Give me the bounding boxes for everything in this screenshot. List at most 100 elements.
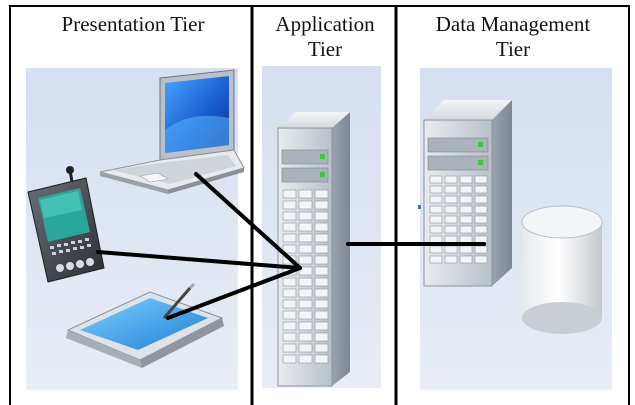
drive-bay <box>429 185 443 194</box>
drive-bay <box>429 195 443 204</box>
drive-bay <box>314 211 329 221</box>
drive-bay <box>429 245 443 254</box>
tablet-icon <box>66 282 224 368</box>
drive-bay <box>314 354 329 364</box>
drive-bay <box>298 266 313 276</box>
drive-bay <box>459 185 473 194</box>
drive-bay <box>314 288 329 298</box>
drive-bay <box>444 255 458 264</box>
drive-bay <box>298 343 313 353</box>
drive-bay <box>282 222 297 232</box>
drive-bay <box>282 200 297 210</box>
drive-bay <box>314 244 329 254</box>
drive-bay <box>314 222 329 232</box>
drive-bay <box>444 175 458 184</box>
drive-bay <box>282 310 297 320</box>
drive-bay <box>474 215 488 224</box>
drive-bay <box>474 175 488 184</box>
drive-bay <box>298 321 313 331</box>
drive-bay <box>298 189 313 199</box>
drive-bay <box>314 310 329 320</box>
database-icon <box>521 205 603 334</box>
drive-bay <box>282 321 297 331</box>
drive-bay <box>282 288 297 298</box>
drive-bay <box>314 299 329 309</box>
application-tier-title: Application Tier <box>256 12 394 62</box>
connectors <box>96 172 486 320</box>
drive-bay <box>429 225 443 234</box>
drive-bay <box>459 175 473 184</box>
drive-bay <box>314 266 329 276</box>
drive-bay <box>282 189 297 199</box>
tablet-to-app-server-line <box>166 266 302 320</box>
drive-bay <box>282 343 297 353</box>
drive-bay <box>444 185 458 194</box>
drive-bay <box>429 255 443 264</box>
drive-bay <box>459 195 473 204</box>
drive-bay <box>459 225 473 234</box>
drive-bay <box>282 354 297 364</box>
drive-bay <box>474 255 488 264</box>
drive-bay <box>474 205 488 214</box>
drive-bay <box>444 215 458 224</box>
drive-bay <box>314 189 329 199</box>
drive-bay <box>444 205 458 214</box>
drive-bay <box>298 299 313 309</box>
laptop-icon <box>99 69 245 194</box>
drive-bay <box>459 245 473 254</box>
pda-phone-icon <box>27 166 105 283</box>
drive-bay <box>429 235 443 244</box>
application-tier-title-line-1: Application <box>275 12 375 36</box>
drive-bay <box>298 255 313 265</box>
presentation-tier-title-line-1: Presentation Tier <box>61 12 205 36</box>
drive-bay <box>282 332 297 342</box>
drive-bay <box>444 225 458 234</box>
drive-bay <box>429 175 443 184</box>
drive-bay <box>474 225 488 234</box>
drive-bay <box>474 185 488 194</box>
drive-bay <box>314 343 329 353</box>
drive-bay <box>444 195 458 204</box>
drive-bay <box>298 211 313 221</box>
drive-bay <box>474 235 488 244</box>
data-server-drive-bays <box>429 175 488 264</box>
application-server-drive-bays <box>282 189 329 364</box>
drive-bay <box>282 277 297 287</box>
drive-bay <box>474 195 488 204</box>
drive-bay <box>314 200 329 210</box>
application-server-icon <box>277 112 350 387</box>
drive-bay <box>298 222 313 232</box>
drive-bay <box>282 233 297 243</box>
drive-bay <box>314 277 329 287</box>
drive-bay <box>314 332 329 342</box>
pda-to-app-server-line <box>96 250 302 270</box>
drive-bay <box>282 244 297 254</box>
data-server-icon <box>418 100 512 287</box>
drive-bay <box>429 215 443 224</box>
drive-bay <box>314 321 329 331</box>
drive-bay <box>459 215 473 224</box>
drive-bay <box>314 255 329 265</box>
drive-bay <box>282 211 297 221</box>
drive-bay <box>298 233 313 243</box>
drive-bay <box>298 354 313 364</box>
drive-bay <box>298 310 313 320</box>
drive-bay <box>298 288 313 298</box>
drive-bay <box>459 205 473 214</box>
data-tier-title: Data Management Tier <box>398 12 628 62</box>
drive-bay <box>429 205 443 214</box>
drive-bay <box>314 233 329 243</box>
drive-bay <box>444 245 458 254</box>
data-tier-title-line-1: Data Management <box>435 12 591 36</box>
data-tier-title-line-2: Tier <box>495 37 531 61</box>
drive-bay <box>298 200 313 210</box>
presentation-tier-title: Presentation Tier <box>14 12 252 37</box>
drive-bay <box>459 235 473 244</box>
drive-bay <box>298 277 313 287</box>
drive-bay <box>444 235 458 244</box>
drive-bay <box>459 255 473 264</box>
application-tier-title-line-2: Tier <box>307 37 343 61</box>
drive-bay <box>298 332 313 342</box>
